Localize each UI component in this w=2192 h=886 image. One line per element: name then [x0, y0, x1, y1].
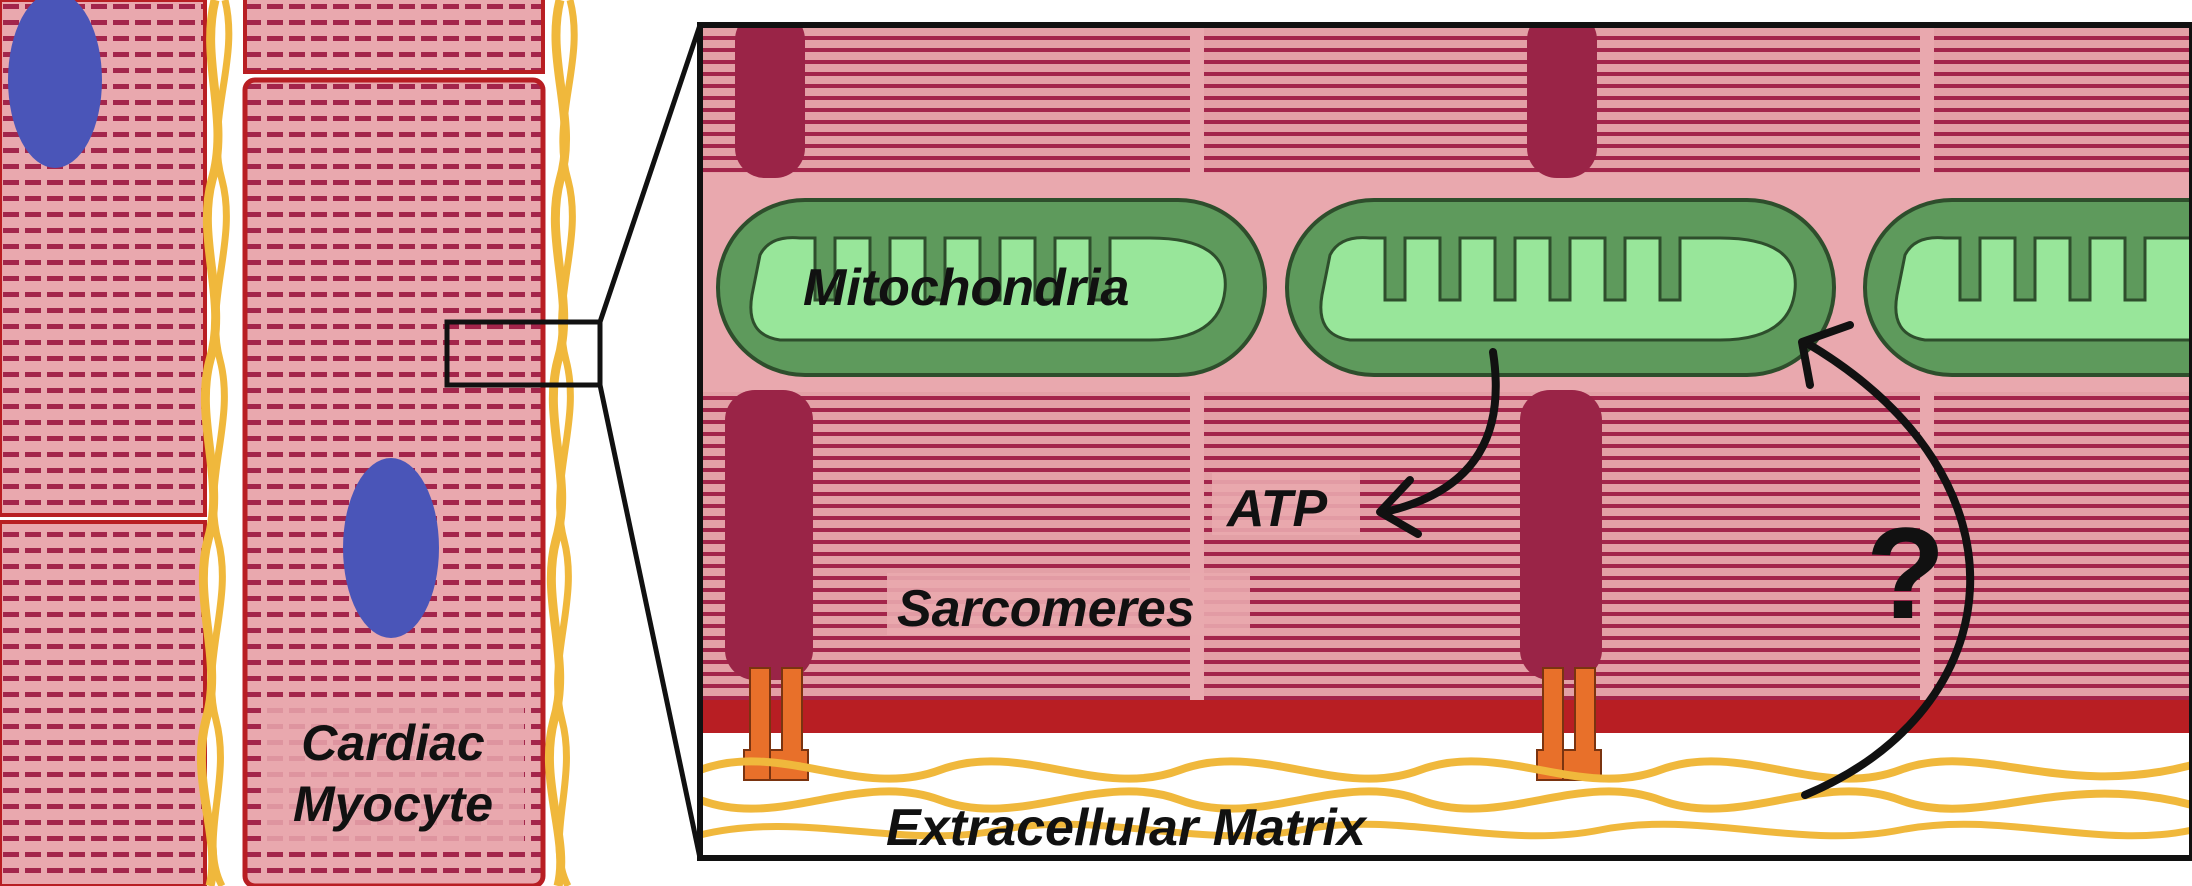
myofibril-lower: [700, 392, 2192, 700]
myocyte-left-lower: [0, 520, 207, 886]
cardiac-myocyte-label: Cardiac Myocyte: [292, 715, 494, 832]
tissue-overview: [0, 0, 703, 886]
ecm-signal-arrow: [1801, 338, 1975, 799]
nucleus-center: [343, 458, 439, 638]
mitochondrion: [1285, 198, 1836, 377]
ecm-collagen-fiber: [700, 757, 2192, 783]
cardiac-label-backdrop: [262, 708, 524, 848]
z-disc: [725, 390, 813, 680]
ecm-signal-arrow-head: [1798, 321, 1854, 389]
collagen-fiber-left-2: [208, 0, 233, 886]
zoom-line-bottom: [597, 384, 703, 859]
extracellular-matrix-label: Extracellular Matrix: [886, 799, 1366, 857]
zoom-panel-border: [697, 22, 2192, 861]
myocyte-top: [243, 0, 545, 74]
sarcomeres-label: Sarcomeres: [897, 580, 1195, 638]
myofibril-upper: [700, 25, 2192, 173]
ecm-collagen-fiber: [700, 820, 2192, 840]
integrin: [743, 667, 809, 781]
zoom-panel: [700, 25, 2192, 858]
zoom-region-box: [444, 319, 603, 388]
sarcomeres-label-backdrop: [887, 573, 1250, 635]
mitochondrion: [1863, 198, 2192, 377]
atp-arrow-head: [1376, 476, 1422, 538]
zoom-line-top: [597, 24, 703, 323]
integrin: [1536, 667, 1602, 781]
ecm-collagen-fiber: [700, 787, 2192, 813]
collagen-fiber-right-2: [554, 0, 578, 886]
mitochondria-label: Mitochondria: [803, 259, 1130, 317]
z-disc: [1527, 25, 1597, 178]
question-mark-label: ?: [1866, 500, 1946, 646]
cell-membrane: [700, 700, 2192, 733]
mitochondrion: [716, 198, 1267, 377]
atp-label-backdrop: [1212, 473, 1360, 535]
atp-label: ATP: [1227, 480, 1328, 538]
nucleus-top-left: [8, 0, 102, 168]
z-disc: [1520, 390, 1602, 680]
z-disc: [735, 25, 805, 178]
atp-arrow: [1381, 348, 1500, 516]
